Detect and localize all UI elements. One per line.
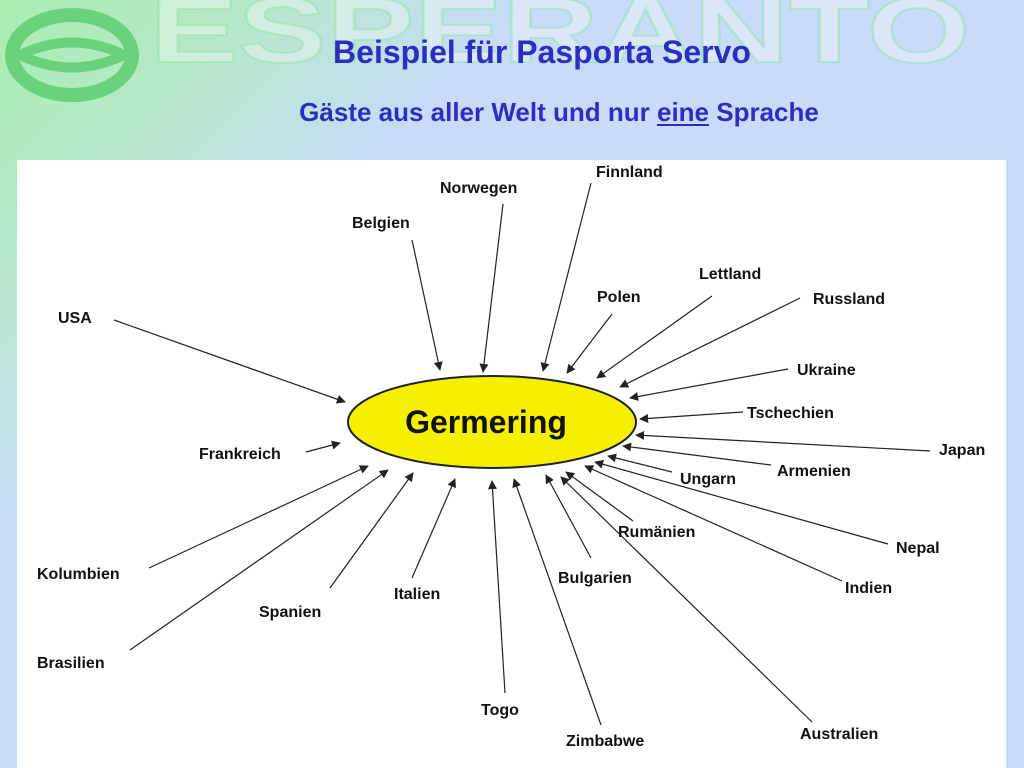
- country-label-spanien: Spanien: [259, 604, 321, 621]
- center-ellipse: [347, 375, 637, 469]
- country-label-norwegen: Norwegen: [440, 180, 517, 197]
- country-label-finnland: Finnland: [596, 164, 663, 181]
- country-label-lettland: Lettland: [699, 266, 761, 283]
- center-label: Germering: [405, 404, 567, 440]
- arrow-polen: [566, 313, 613, 374]
- arrow-norwegen: [479, 203, 504, 373]
- arrow-finnland: [540, 182, 592, 372]
- center-node: Germering: [347, 375, 637, 469]
- arrow-zimbabwe: [512, 478, 602, 726]
- arrow-russland: [619, 297, 801, 388]
- arrow-frankreich: [305, 440, 341, 453]
- arrow-rumaenien: [565, 471, 634, 522]
- slide-title: Beispiel für Pasporta Servo: [333, 34, 751, 70]
- arrow-australien: [560, 476, 813, 723]
- esperanto-watermark-text: ESPERANTO: [150, 0, 970, 82]
- arrow-bulgarien: [545, 474, 592, 559]
- arrow-italien: [411, 478, 456, 579]
- arrow-tschechien: [639, 411, 744, 423]
- arrow-spanien: [329, 472, 414, 589]
- country-label-armenien: Armenien: [777, 463, 851, 480]
- arrow-brasilien: [129, 469, 389, 651]
- arrow-armenien: [622, 442, 772, 466]
- arrow-kolumbien: [148, 465, 369, 569]
- arrow-lettland: [596, 295, 713, 379]
- country-label-ungarn: Ungarn: [680, 471, 736, 488]
- arrow-belgien: [411, 239, 443, 371]
- country-label-tschechien: Tschechien: [747, 405, 834, 422]
- arrow-ungarn: [607, 453, 673, 473]
- country-label-australien: Australien: [800, 726, 878, 743]
- country-label-nepal: Nepal: [896, 540, 940, 557]
- subtitle-emphasis: eine: [656, 97, 710, 127]
- country-label-rumaenien: Rumänien: [618, 524, 695, 541]
- country-label-usa: USA: [58, 310, 92, 327]
- country-label-italien: Italien: [394, 586, 440, 603]
- country-label-bulgarien: Bulgarien: [558, 570, 632, 587]
- subtitle-text-end: Sprache: [709, 97, 819, 127]
- arrow-usa: [113, 319, 346, 404]
- country-label-belgien: Belgien: [352, 215, 410, 232]
- arrow-japan: [635, 430, 931, 452]
- country-label-japan: Japan: [939, 442, 985, 459]
- esperanto-logo-watermark: ESPERANTO: [5, 0, 971, 102]
- arrow-nepal: [594, 459, 889, 545]
- country-label-kolumbien: Kolumbien: [37, 566, 120, 583]
- arrow-ukraine: [629, 368, 789, 401]
- slide-subtitle: Gäste aus aller Welt und nur eine Sprach…: [0, 97, 1024, 128]
- country-label-polen: Polen: [597, 289, 641, 306]
- subtitle-text: Gäste aus aller Welt und nur: [299, 97, 657, 127]
- country-label-ukraine: Ukraine: [797, 362, 856, 379]
- country-label-frankreich: Frankreich: [199, 446, 281, 463]
- country-label-zimbabwe: Zimbabwe: [566, 733, 644, 750]
- country-label-russland: Russland: [813, 291, 885, 308]
- country-label-indien: Indien: [845, 580, 892, 597]
- esperanto-logo-icon: [5, 8, 139, 102]
- country-label-brasilien: Brasilien: [37, 655, 105, 672]
- country-label-togo: Togo: [481, 702, 519, 719]
- arrow-togo: [488, 480, 506, 694]
- arrow-indien: [584, 465, 843, 582]
